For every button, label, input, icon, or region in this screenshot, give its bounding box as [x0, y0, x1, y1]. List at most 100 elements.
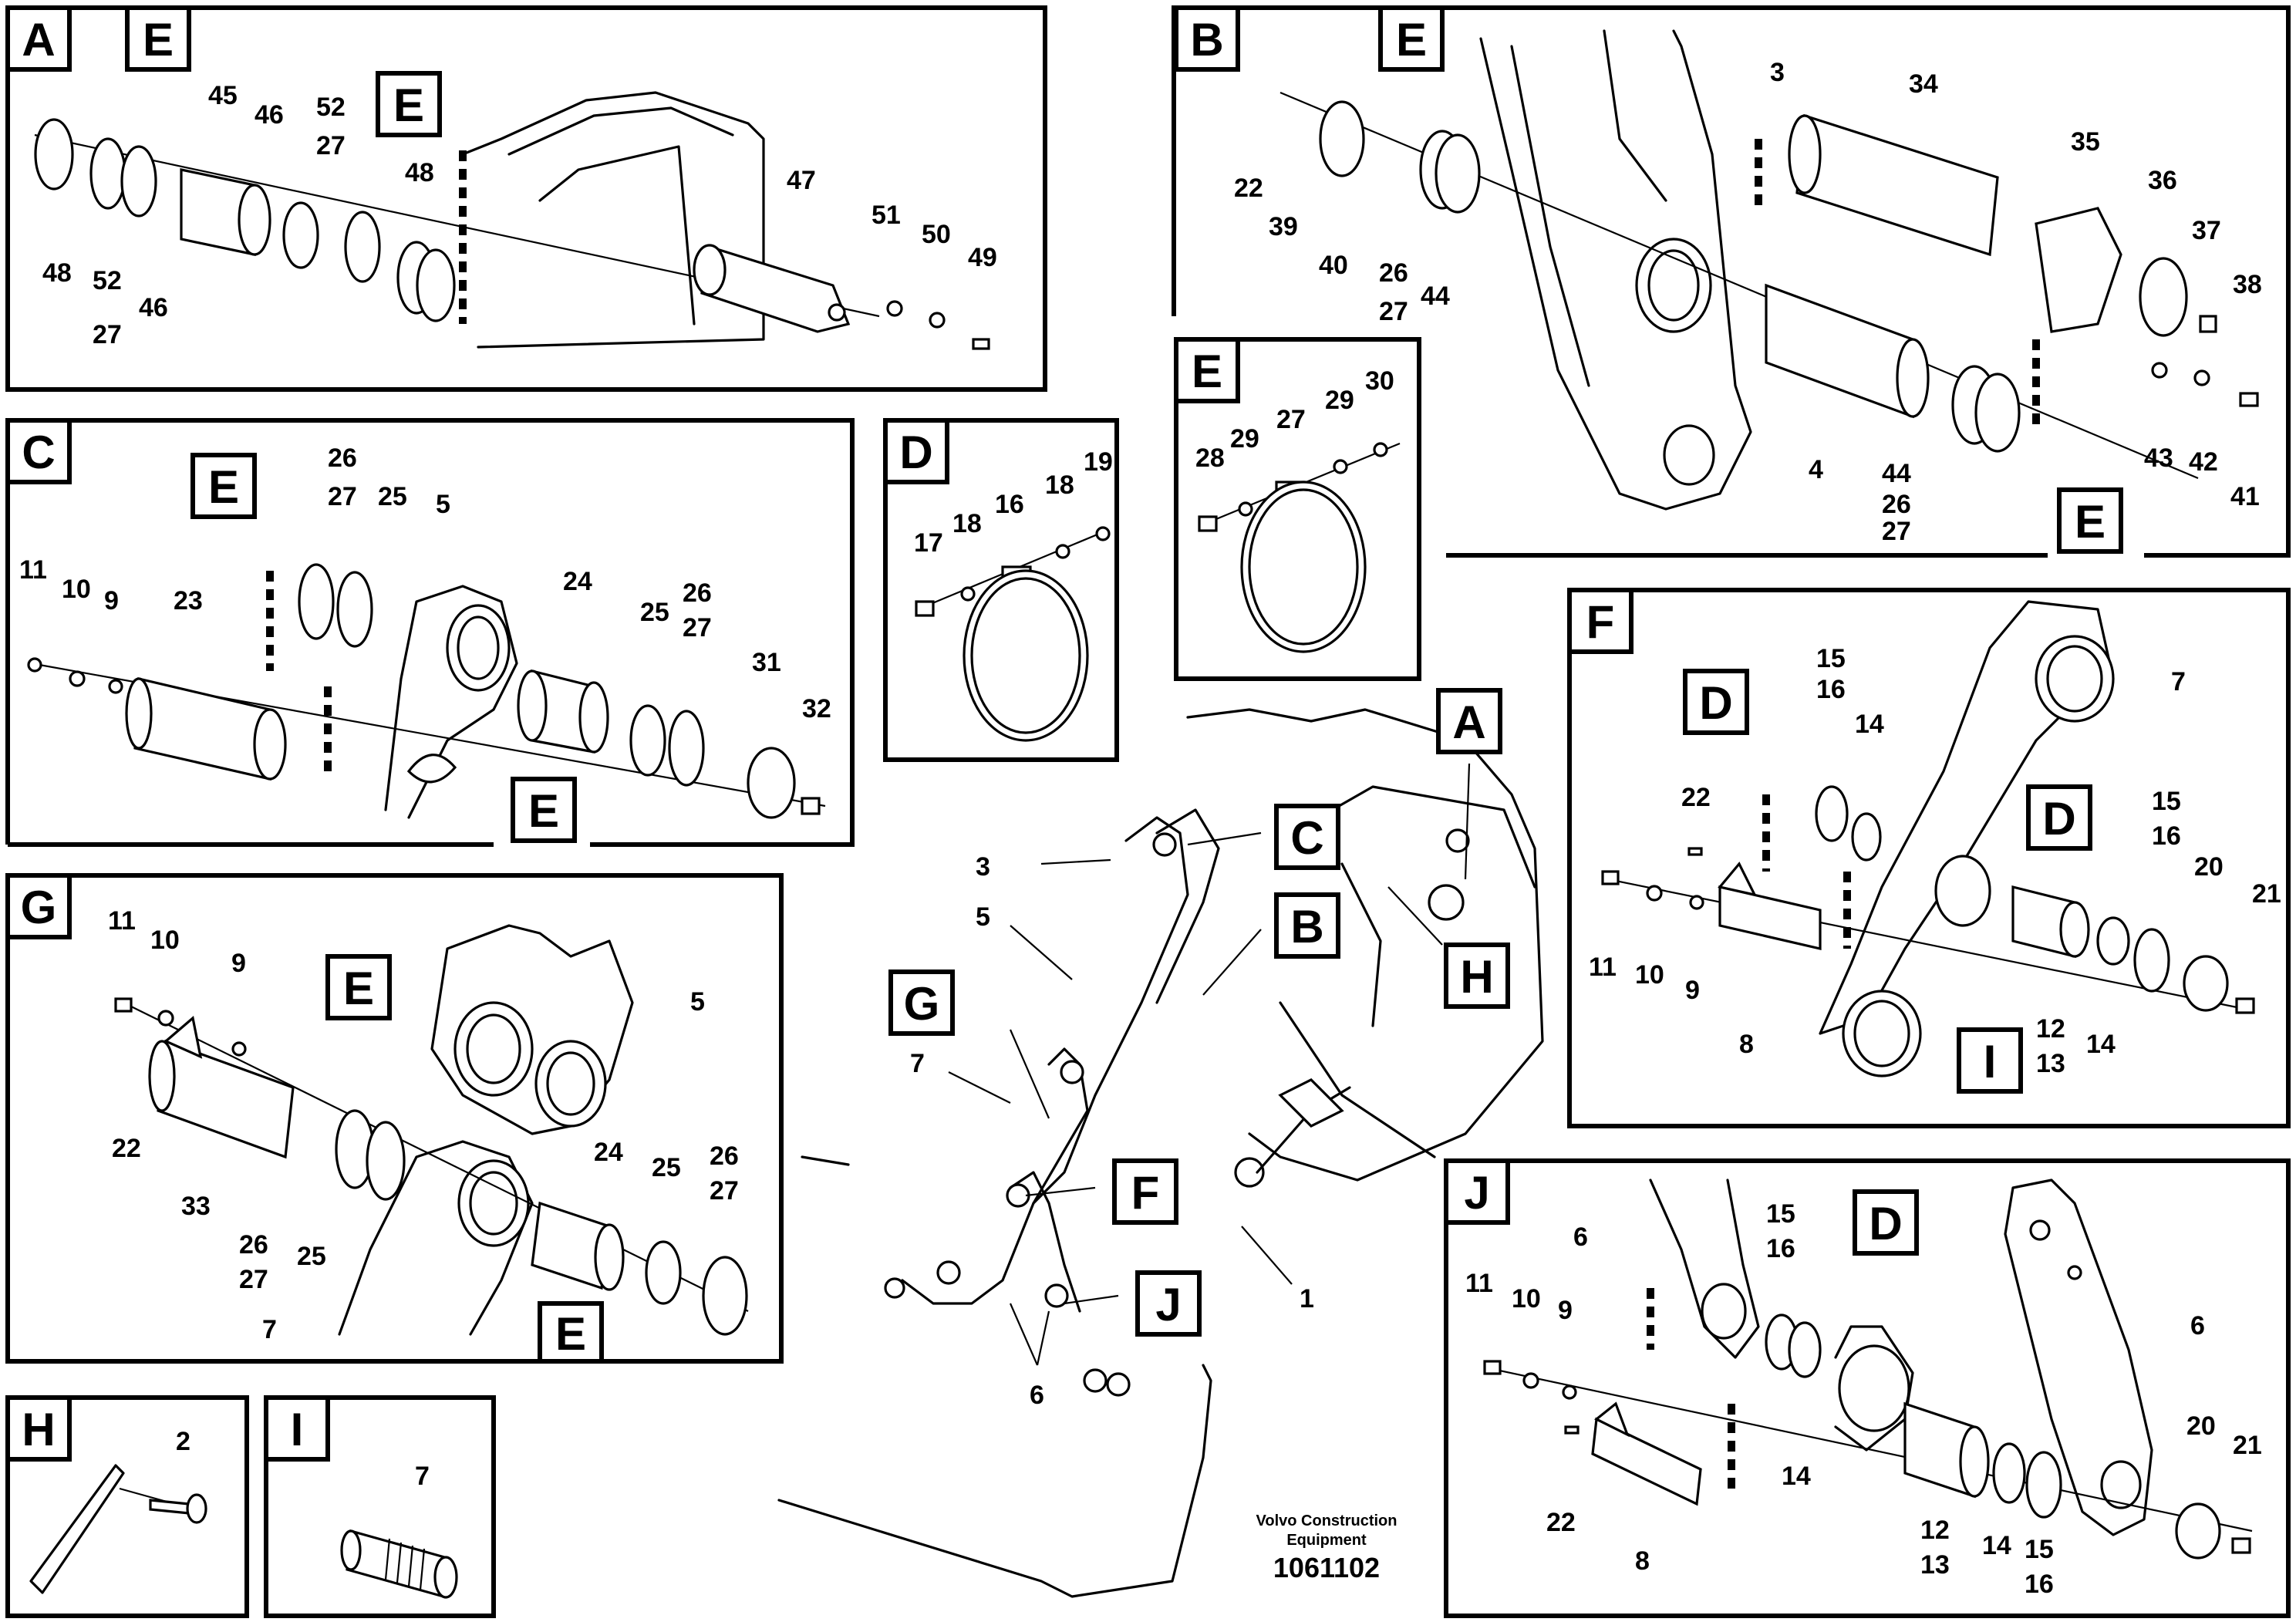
- link: [430, 924, 634, 1135]
- part-number-label: 14: [1982, 1531, 2011, 1560]
- panel-f-labels: 22 15 16 14 7 15 16 20 21 11 10 9 8 12 1…: [1589, 644, 2281, 1078]
- part-number-label: 44: [1421, 282, 1450, 311]
- panel-h-label: 2: [176, 1427, 190, 1456]
- part-number-label: 26: [683, 578, 712, 608]
- part-number-label: 23: [174, 586, 203, 615]
- panel-j-detail-tag: D: [1869, 1198, 1902, 1249]
- pin: [1591, 1417, 1702, 1506]
- part-number-label: 27: [328, 482, 357, 511]
- washer: [747, 747, 796, 819]
- overview-label: 1: [1300, 1284, 1314, 1313]
- panel-f-detail-tag-d-2: D: [2042, 793, 2075, 845]
- panel-d-labels: 17 18 16 18 19: [914, 447, 1113, 558]
- part-number-label: 12: [2036, 1014, 2065, 1044]
- overview-callout-b: B: [1290, 901, 1323, 953]
- overview-label: 3: [976, 852, 990, 882]
- lift-arm: [1032, 816, 1189, 1205]
- panel-i-tag: I: [291, 1404, 304, 1455]
- link: [1649, 1179, 1760, 1359]
- panel-e-tag: E: [1192, 346, 1222, 397]
- panel-b-labels: 22 39 40 26 27 44 3 34 35 36 37 38 4 44 …: [1234, 58, 2262, 546]
- part-number-label: 3: [1770, 58, 1785, 87]
- part-number-label: 20: [2194, 852, 2224, 882]
- part-number-label: 43: [2144, 443, 2173, 473]
- overview-callout-g: G: [904, 978, 940, 1030]
- panel-b: B E E 22 39 40: [1172, 5, 2291, 558]
- part-number-label: 32: [802, 694, 831, 723]
- part-number-label: 34: [1909, 69, 1938, 99]
- panel-b-tag: B: [1190, 14, 1223, 66]
- panel-a: A E E 48 52 27 46 45: [5, 5, 1047, 392]
- part-number-label: 25: [640, 598, 669, 627]
- part-number-label: 37: [2192, 216, 2221, 245]
- ring: [344, 211, 381, 283]
- part-number-label: 7: [262, 1315, 277, 1344]
- part-number-label: 15: [1816, 644, 1846, 673]
- part-number-label: 27: [683, 613, 712, 642]
- part-number-label: 29: [1230, 424, 1259, 454]
- document-number: 1061102: [1273, 1552, 1380, 1583]
- part-number-label: 41: [2230, 482, 2260, 511]
- link: [338, 1140, 534, 1336]
- part-number-label: 16: [2152, 821, 2181, 851]
- part-number-label: 6: [1573, 1222, 1588, 1252]
- company-name: Volvo Construction: [1256, 1512, 1397, 1529]
- part-number-label: 14: [2086, 1030, 2116, 1059]
- part-number-label: 5: [436, 490, 450, 519]
- part-number-label: 35: [2071, 127, 2100, 157]
- part-number-label: 51: [872, 201, 901, 230]
- part-number-label: 11: [19, 555, 47, 585]
- part-number-label: 10: [62, 575, 91, 604]
- part-number-label: 48: [42, 258, 72, 288]
- footer: Volvo Construction Equipment 1061102: [1256, 1512, 1397, 1583]
- part-number-label: 27: [316, 131, 346, 160]
- panel-a-tag: A: [22, 14, 55, 66]
- part-number-label: 11: [108, 906, 136, 936]
- panel-g: G E E 11 10 9 22 33 26: [5, 873, 784, 1364]
- washer: [929, 312, 946, 329]
- part-number-label: 25: [378, 482, 407, 511]
- part-number-label: 22: [1234, 174, 1263, 203]
- part-number-label: 12: [1920, 1516, 1950, 1545]
- part-number-label: 26: [710, 1141, 739, 1171]
- washer: [2175, 1502, 2221, 1560]
- part-number-label: 52: [93, 266, 122, 295]
- part-number-label: 9: [1685, 976, 1700, 1005]
- panel-h-tag: H: [22, 1404, 55, 1455]
- part-number-label: 10: [1635, 960, 1664, 990]
- part-number-label: 11: [1465, 1269, 1493, 1298]
- part-number-label: 28: [1195, 443, 1225, 473]
- frame-outline: [461, 91, 765, 349]
- part-number-label: 44: [1882, 459, 1911, 488]
- panel-a-detail-tag: E: [143, 14, 174, 66]
- bushing-end: [238, 184, 271, 256]
- panel-c-detail-tag-2: E: [528, 785, 559, 837]
- part-number-label: 38: [2233, 270, 2262, 299]
- lift-arm: [1479, 29, 1752, 511]
- ring: [282, 201, 319, 269]
- lock-plate: [2035, 207, 2122, 333]
- panel-e-labels: 28 29 27 29 30: [1195, 366, 1394, 473]
- link: [2004, 1179, 2153, 1536]
- panel-a-labels: 48 52 27 46 45 46 52 27 48 47 51 50 49: [42, 81, 997, 349]
- part-number-label: 17: [914, 528, 943, 558]
- loader-body: [1186, 708, 1544, 1182]
- washer: [886, 300, 903, 317]
- link: [384, 585, 518, 819]
- part-number-label: 16: [1816, 675, 1846, 704]
- overview-callout-j: J: [1155, 1279, 1181, 1330]
- part-number-label: 27: [1882, 517, 1911, 546]
- pin: [1718, 885, 1822, 951]
- part-number-label: 8: [1739, 1030, 1754, 1059]
- part-number-label: 10: [150, 926, 180, 955]
- panel-i: I 7: [264, 1395, 496, 1618]
- part-number-label: 8: [1635, 1546, 1650, 1576]
- part-number-label: 48: [405, 158, 434, 187]
- part-number-label: 26: [328, 443, 357, 473]
- part-number-label: 25: [652, 1153, 681, 1182]
- part-number-label: 18: [952, 509, 982, 538]
- part-number-label: 49: [968, 243, 997, 272]
- part-number-label: 24: [563, 567, 592, 596]
- bracket: [29, 1464, 125, 1594]
